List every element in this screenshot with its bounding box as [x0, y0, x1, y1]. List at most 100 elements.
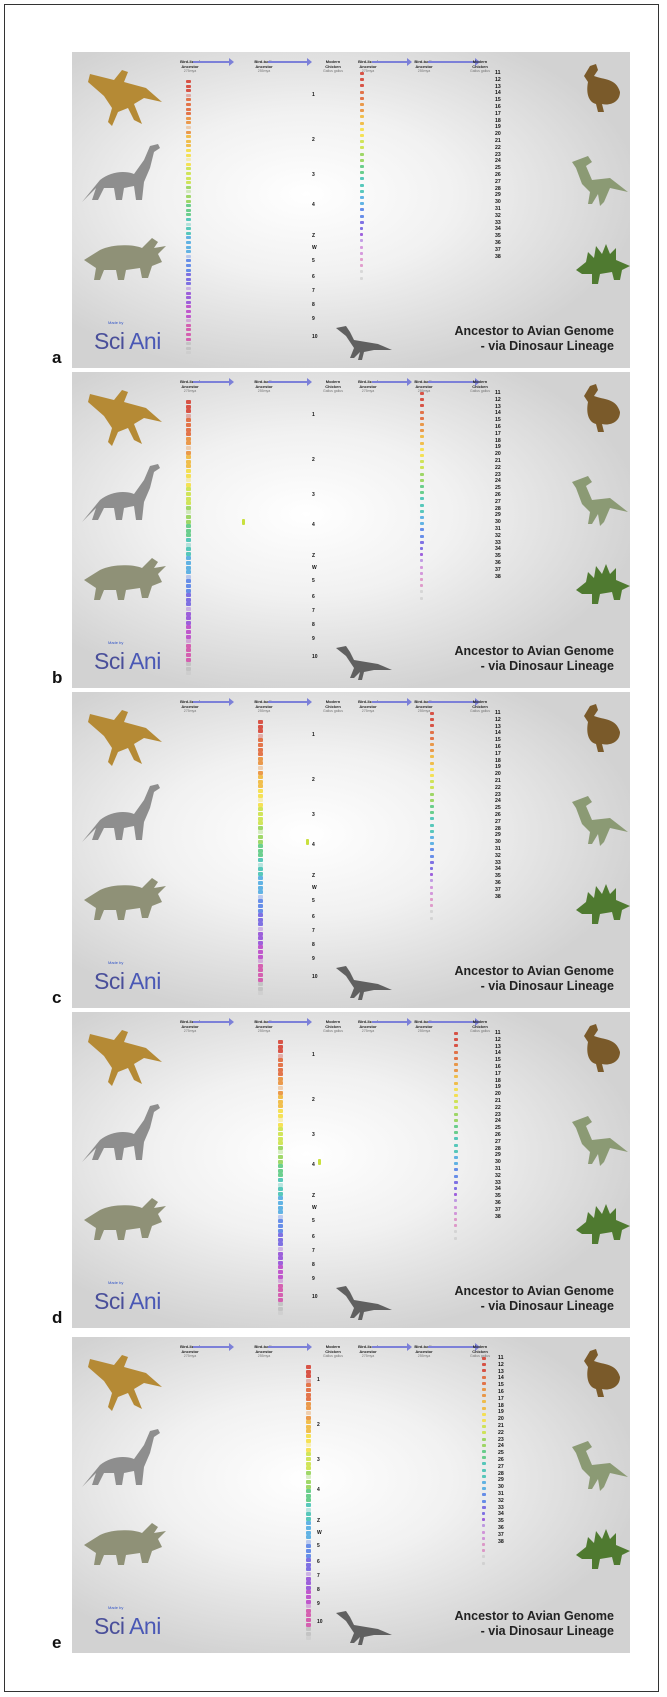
chromosome-block-right	[430, 910, 433, 914]
chromosome-block-left	[258, 991, 263, 996]
chromosome-block-left	[186, 195, 191, 198]
chromosome-block-left	[278, 1113, 283, 1118]
arrow-left-2	[268, 1018, 312, 1026]
chromosome-label-right: 13	[495, 83, 501, 90]
chromosome-block-left	[258, 881, 263, 885]
chromosome-block-left	[186, 459, 191, 464]
chromosome-block-right	[482, 1406, 486, 1410]
chromosome-label-right: 27	[495, 1138, 501, 1145]
chromosome-label-right: 22	[495, 784, 501, 791]
logo-ani: Ani	[129, 648, 161, 674]
chromosome-block-left	[258, 867, 263, 872]
made-by-text: Made by	[108, 1605, 124, 1610]
chromosome-label-right: 28	[495, 505, 501, 512]
chromosome-block-left	[306, 1429, 311, 1434]
header-title: Bird-lizard Ancestor	[358, 1019, 378, 1029]
chromosome-label-right: 21	[498, 1422, 504, 1429]
chromosome-block-left	[258, 940, 263, 945]
chromosome-block-right	[482, 1375, 486, 1379]
chromosome-block-right	[454, 1236, 457, 1240]
chromosome-block-left	[278, 1187, 283, 1192]
trex-shape	[572, 796, 628, 846]
chromosome-block-right	[430, 829, 434, 833]
chicken-icon	[584, 384, 620, 432]
chromosome-label-right: 19	[495, 1084, 501, 1091]
chromosome-label-right: 38	[495, 573, 501, 580]
raptor-shape	[336, 1611, 392, 1645]
chromosome-block-left	[258, 738, 263, 743]
chromosome-label-right: 28	[495, 185, 501, 192]
chromosome-block-right	[454, 1056, 458, 1060]
chromosome-label-left: 8	[312, 622, 315, 628]
chromosome-label-right: 16	[495, 103, 501, 110]
chromosome-block-right	[482, 1530, 485, 1534]
chromosome-block-left	[186, 533, 191, 538]
chromosome-label-right: 15	[495, 97, 501, 104]
chromosome-label-right: 38	[495, 253, 501, 260]
chromosome-label-right: 19	[498, 1409, 504, 1416]
chromosome-block-right	[360, 251, 363, 255]
header-bird-lizard-left: Bird-lizard Ancestor 275mya	[160, 54, 220, 79]
header-title: Modern Chicken	[325, 59, 341, 69]
chromosome-label-left: 4	[312, 522, 315, 528]
title-line-1: Ancestor to Avian Genome	[454, 964, 614, 978]
chromosome-block-left	[306, 1406, 311, 1411]
header-sub: 275mya	[361, 1354, 375, 1358]
chromosome-label-right: 16	[495, 423, 501, 430]
chromosome-block-right	[454, 1162, 458, 1166]
chromosome-block-right	[482, 1549, 485, 1553]
header-bird-lizard-left: Bird-lizard Ancestor 275mya	[160, 374, 220, 399]
chromosome-block-left	[186, 492, 191, 496]
chromosome-label-right: 13	[498, 1368, 504, 1375]
chromosome-label-right: 14	[495, 1050, 501, 1057]
chromosome-block-right	[430, 916, 433, 920]
chromosome-block-left	[278, 1127, 283, 1132]
header-title: Bird-turtle Ancestor	[254, 1344, 274, 1354]
chromosome-block-left	[306, 1378, 311, 1383]
chromosome-block-right	[454, 1100, 458, 1104]
trex-icon	[572, 1441, 628, 1491]
chromosome-block-right	[482, 1456, 486, 1460]
header-modern-chicken-left: Modern Chicken Gallus gallus	[303, 1339, 363, 1364]
header-title: Bird-lizard Ancestor	[358, 699, 378, 709]
chromosome-label-left: 10	[312, 974, 318, 980]
chromosome-label-right: 35	[498, 1518, 504, 1525]
chromosome-label-right: 29	[495, 832, 501, 839]
title-line-2: - via Dinosaur Lineage	[480, 1299, 614, 1313]
chromosome-block-left	[306, 1392, 311, 1397]
chromosome-label-right: 20	[495, 1091, 501, 1098]
chromosome-block-left	[306, 1549, 311, 1553]
chromosome-label-left: 2	[312, 137, 315, 143]
chromosome-block-right	[430, 867, 433, 870]
title-line-1: Ancestor to Avian Genome	[454, 324, 614, 338]
chromosome-block-right	[454, 1174, 458, 1178]
chromosome-block-right	[454, 1205, 457, 1209]
header-bird-turtle-left: Bird-turtle Ancestor 255mya	[234, 374, 294, 399]
chromosome-label-right: 22	[495, 464, 501, 471]
chromosome-label-right: 11	[495, 1030, 501, 1036]
chromosome-block-right	[454, 1137, 458, 1141]
chromosome-label-right: 23	[495, 151, 501, 158]
title-line-2: - via Dinosaur Lineage	[480, 1624, 614, 1638]
chromosome-block-right	[420, 423, 424, 426]
chromosome-label-right: 12	[495, 396, 501, 403]
trex-icon	[572, 156, 628, 206]
header-title: Bird-lizard Ancestor	[358, 1344, 378, 1354]
chromosome-label-left: 5	[312, 898, 315, 904]
chromosome-block-right	[360, 165, 364, 168]
chromosome-block-right	[420, 398, 424, 402]
chromosome-block-right	[420, 578, 423, 581]
chromosome-block-left	[278, 1205, 283, 1210]
chromosome-block-right	[430, 724, 434, 728]
chromosome-label-left: 3	[312, 1132, 315, 1138]
chromosome-block-left	[306, 1397, 311, 1402]
chromosome-block-left	[186, 570, 191, 575]
chromosome-block-left	[186, 333, 191, 336]
arrow-right-2	[428, 58, 480, 66]
arrow-left-1	[193, 698, 234, 706]
chromosome-block-left	[278, 1159, 283, 1164]
chromosome-block-left	[186, 199, 191, 203]
chromosome-block-right	[430, 780, 434, 784]
